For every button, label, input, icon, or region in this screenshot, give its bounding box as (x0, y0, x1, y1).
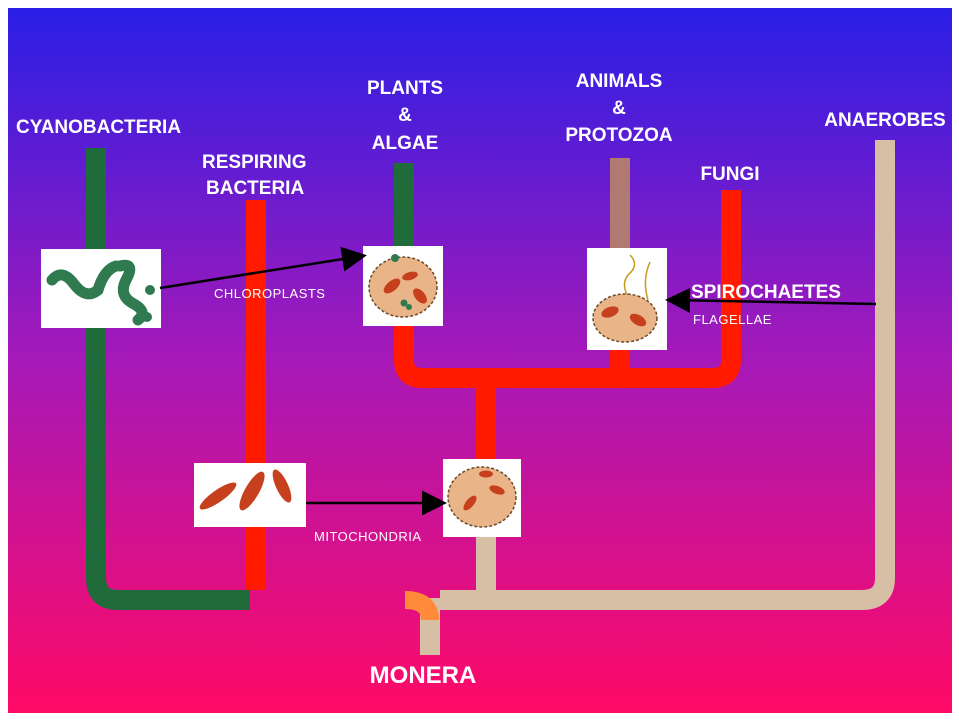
animal-cell-picture (587, 248, 667, 350)
label-anaerobes: ANAEROBES (824, 110, 945, 131)
label-fungi: FUNGI (700, 164, 759, 185)
label-chloroplasts: CHLOROPLASTS (214, 286, 325, 301)
label-respiring-line2: BACTERIA (206, 178, 304, 199)
label-flagellae: FLAGELLAE (693, 312, 772, 327)
host-cell-picture (443, 459, 521, 537)
label-animals-line2: & (612, 98, 626, 119)
label-spirochaetes: SPIROCHAETES (691, 282, 841, 303)
label-mitochondria: MITOCHONDRIA (314, 529, 422, 544)
label-respiring-line1: RESPIRING (202, 152, 307, 173)
respiring-bacteria-picture (194, 463, 306, 527)
label-animals-line3: PROTOZOA (565, 125, 673, 146)
cyanobacteria-picture (41, 249, 161, 328)
label-cyanobacteria: CYANOBACTERIA (16, 117, 181, 138)
plant-cell-picture (363, 246, 443, 326)
label-animals-line1: ANIMALS (576, 71, 663, 92)
label-plants-line2: & (398, 105, 412, 126)
label-monera: MONERA (370, 662, 477, 689)
label-plants-line1: PLANTS (367, 78, 443, 99)
label-plants-line3: ALGAE (372, 133, 439, 154)
